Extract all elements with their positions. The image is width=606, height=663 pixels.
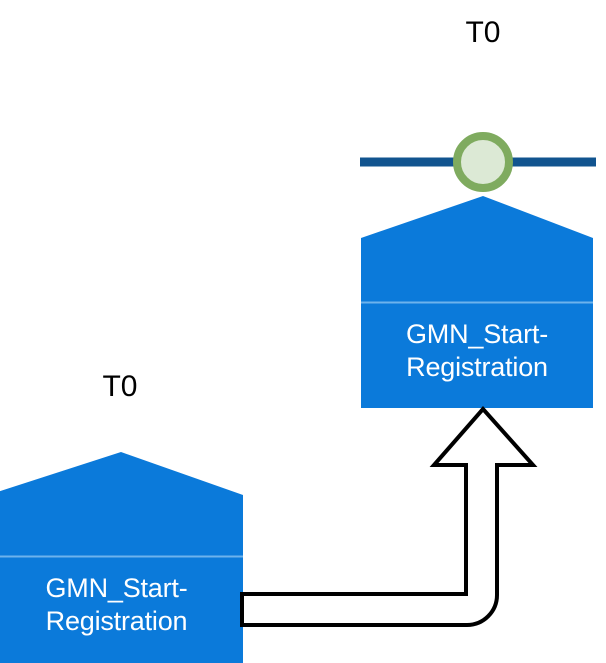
bottom-node-time-label: T0 bbox=[102, 370, 138, 403]
top-node[interactable] bbox=[361, 196, 593, 408]
bottom-node[interactable] bbox=[0, 452, 243, 663]
boundary-event-marker[interactable] bbox=[453, 132, 513, 192]
message-flow-arrow[interactable] bbox=[240, 405, 538, 627]
event-circle-ring bbox=[453, 132, 513, 192]
top-node-time-label: T0 bbox=[465, 16, 501, 49]
event-circle-fill bbox=[457, 136, 509, 188]
